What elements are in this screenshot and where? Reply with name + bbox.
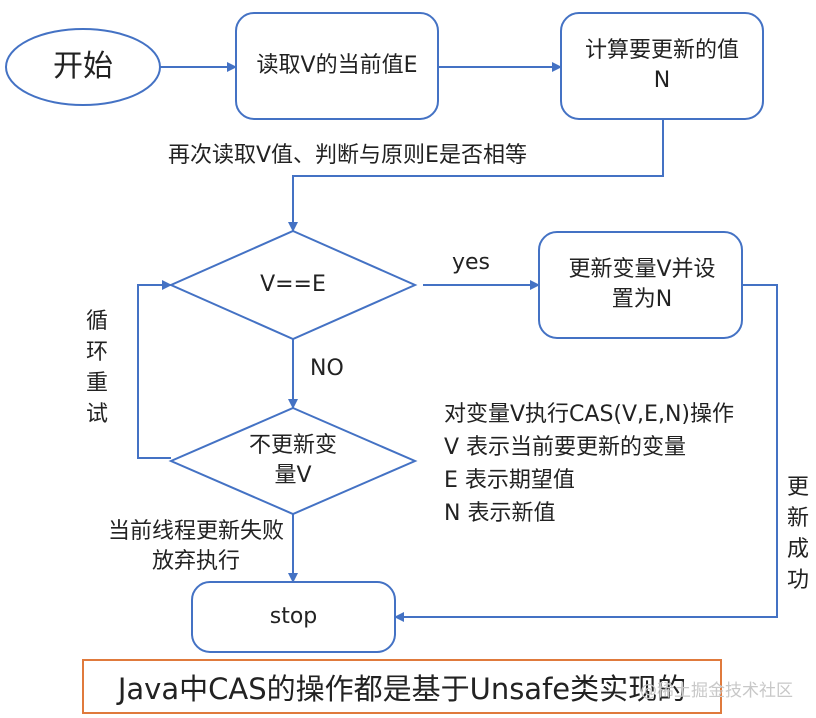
- note-line-2: V 表示当前要更新的变量: [444, 435, 687, 460]
- edge-success: [394, 284, 778, 622]
- decision2-label: 不更新变量V: [248, 433, 337, 488]
- success-label: 更新成功: [786, 475, 809, 593]
- caption-banner: Java中CAS的操作都是基于Unsafe类实现的: [82, 659, 722, 714]
- retry-label: 循环重试: [85, 309, 108, 427]
- stop-node-label: stop: [269, 604, 318, 629]
- read-v-node-label: 读取V的当前值E: [256, 53, 418, 78]
- no-label: NO: [310, 356, 344, 381]
- fail-label: 当前线程更新失败放弃执行: [108, 519, 285, 574]
- start-node-label: 开始: [53, 49, 113, 84]
- note-line-4: N 表示新值: [444, 501, 556, 526]
- note-line-1: 对变量V执行CAS(V,E,N)操作: [444, 402, 734, 427]
- compute-node-label: 计算要更新的值N: [584, 38, 739, 93]
- update-node-label: 更新变量V并设置为N: [568, 257, 716, 312]
- reread-label: 再次读取V值、判断与原则E是否相等: [168, 143, 527, 168]
- yes-label: yes: [452, 250, 491, 275]
- edge-retry: [137, 280, 172, 459]
- edge-compute-decision1: [288, 119, 664, 232]
- decision1-label: V==E: [260, 272, 326, 297]
- note-line-3: E 表示期望值: [444, 468, 575, 493]
- watermark: @稀土掘金技术社区: [640, 681, 793, 701]
